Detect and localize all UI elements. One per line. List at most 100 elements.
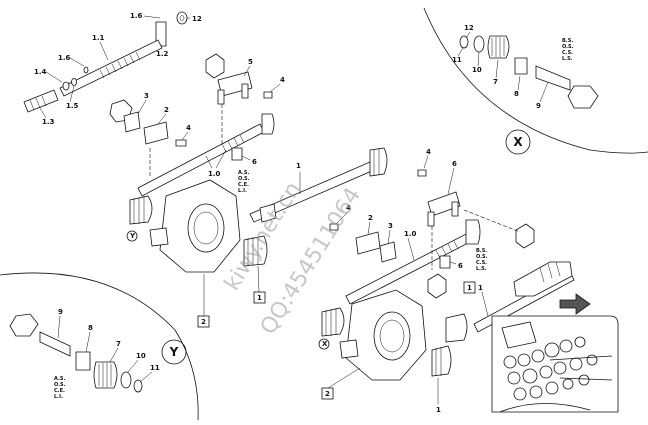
label-1-2: 1.2 xyxy=(156,50,169,58)
center-shaft-1: 1 A.S. O.S. C.E. L.I. xyxy=(238,147,388,223)
collar-1-2 xyxy=(155,21,167,47)
screw-4-top xyxy=(263,91,273,99)
left-fork-assembly: 5 4 3 2 4 1.0 6 xyxy=(109,53,285,197)
label-12-x: 12 xyxy=(464,24,474,32)
svg-text:O.S.: O.S. xyxy=(238,176,250,182)
bracket-6-right xyxy=(427,191,461,217)
label-11-y: 11 xyxy=(150,364,160,372)
label-4-a: 4 xyxy=(280,76,285,84)
svg-text:L.S.: L.S. xyxy=(562,56,573,62)
gearbox-location-inset xyxy=(491,293,619,413)
label-7-x: 7 xyxy=(493,78,498,86)
ref-box-2-right xyxy=(321,387,334,400)
shaft-9-x xyxy=(535,65,571,91)
inset-frame xyxy=(491,315,619,413)
gear-end-shaft-left xyxy=(261,113,275,135)
bushing-8-y xyxy=(75,351,91,371)
gear-center xyxy=(369,147,388,177)
label-box-2-right: 2 xyxy=(325,390,330,398)
note-as-y: A.S. O.S. C.E. L.I. xyxy=(54,376,66,400)
washer-10-y xyxy=(120,371,132,389)
label-1-0-a: 1.0 xyxy=(208,170,221,178)
circlip-11-y xyxy=(133,379,143,393)
label-4-d: 4 xyxy=(346,204,351,212)
note-bs-x: B.S. O.S. C.S. L.S. xyxy=(562,38,574,62)
label-8-x: 8 xyxy=(514,90,519,98)
label-10-x: 10 xyxy=(472,66,482,74)
svg-text:O.S.: O.S. xyxy=(562,44,574,50)
detail-view-y: Y 9 8 7 10 11 A.S. O.S. C.E. L.I. xyxy=(0,272,199,421)
label-box-1-right: 1 xyxy=(467,284,472,292)
left-housing-assembly: Y 1 2 xyxy=(126,179,268,328)
label-1-5: 1.5 xyxy=(66,102,79,110)
label-9-y: 9 xyxy=(58,308,63,316)
housing-bore-right xyxy=(373,311,411,361)
detail-y-ref-circle xyxy=(126,230,138,242)
detail-y-letter: Y xyxy=(169,345,179,359)
ring-1-4 xyxy=(62,81,70,91)
label-2-b: 2 xyxy=(368,214,373,222)
label-5: 5 xyxy=(248,58,253,66)
pin-1-6 xyxy=(83,66,89,74)
ring-1-5 xyxy=(71,78,77,86)
label-1-6-top: 1.6 xyxy=(130,12,143,20)
label-6-a: 6 xyxy=(252,158,257,166)
label-1-3: 1.3 xyxy=(42,118,55,126)
label-3-b: 3 xyxy=(388,222,393,230)
label-y-ref: Y xyxy=(129,232,136,240)
detail-view-x: X 12 11 10 7 8 9 B.S. O.S. C.S. L.S. xyxy=(423,7,648,155)
detail-x-marker xyxy=(505,129,531,155)
label-8-y: 8 xyxy=(88,324,93,332)
label-1-1: 1.1 xyxy=(92,34,105,42)
svg-text:A.S.: A.S. xyxy=(54,376,65,382)
nut-right-lower xyxy=(427,273,447,299)
block-3-right xyxy=(379,241,397,263)
label-6-c: 6 xyxy=(458,262,463,270)
fork-2 xyxy=(143,121,169,145)
svg-text:B.S.: B.S. xyxy=(476,248,487,254)
right-housing-assembly: X 1 B.S. O.S. C.S. L.S. 1 2 1 xyxy=(318,248,575,414)
detail-y-marker xyxy=(161,339,187,365)
nut-y xyxy=(9,313,39,337)
svg-text:A.S.: A.S. xyxy=(238,170,249,176)
svg-text:O.S.: O.S. xyxy=(476,254,488,260)
nut-6-right xyxy=(439,255,451,269)
label-1-a: 1 xyxy=(296,162,301,170)
svg-text:C.E.: C.E. xyxy=(54,388,65,394)
washer-12 xyxy=(176,11,188,25)
label-4-b: 4 xyxy=(186,124,191,132)
label-12: 12 xyxy=(192,15,202,23)
gear-right-left-housing xyxy=(243,235,268,267)
right-fork-assembly: 4 6 4 2 3 1.0 6 xyxy=(329,148,535,305)
gear-7-y xyxy=(93,361,118,389)
nut-x xyxy=(567,85,599,109)
shaft-1-1 xyxy=(59,39,163,97)
label-11-x: 11 xyxy=(452,56,462,64)
boss-left xyxy=(149,227,169,247)
gear-mid-right xyxy=(445,313,468,343)
nut-6-left xyxy=(231,147,243,161)
block-3 xyxy=(123,111,141,133)
ref-box-1-right xyxy=(463,281,476,294)
detail-x-letter: X xyxy=(513,135,523,149)
svg-text:L.I.: L.I. xyxy=(54,394,63,400)
location-arrow-icon xyxy=(559,293,591,315)
ref-box-1-left xyxy=(253,291,266,304)
fork-center xyxy=(259,203,277,223)
nut-right-upper xyxy=(515,223,535,249)
washer-10-x xyxy=(473,35,485,53)
fork-2-right xyxy=(355,231,381,255)
bushing-8-x xyxy=(514,57,528,75)
note-bs-center: B.S. O.S. C.S. L.S. xyxy=(476,248,488,272)
label-box-2-left: 2 xyxy=(201,318,206,326)
screw-4-right-top xyxy=(417,169,427,177)
svg-text:L.I.: L.I. xyxy=(238,188,247,194)
svg-text:O.S.: O.S. xyxy=(54,382,66,388)
shaft-9-y xyxy=(39,331,71,357)
gear-lower-right xyxy=(431,345,452,377)
ref-box-2-left xyxy=(197,315,210,328)
label-2-a: 2 xyxy=(164,106,169,114)
label-4-c: 4 xyxy=(426,148,431,156)
